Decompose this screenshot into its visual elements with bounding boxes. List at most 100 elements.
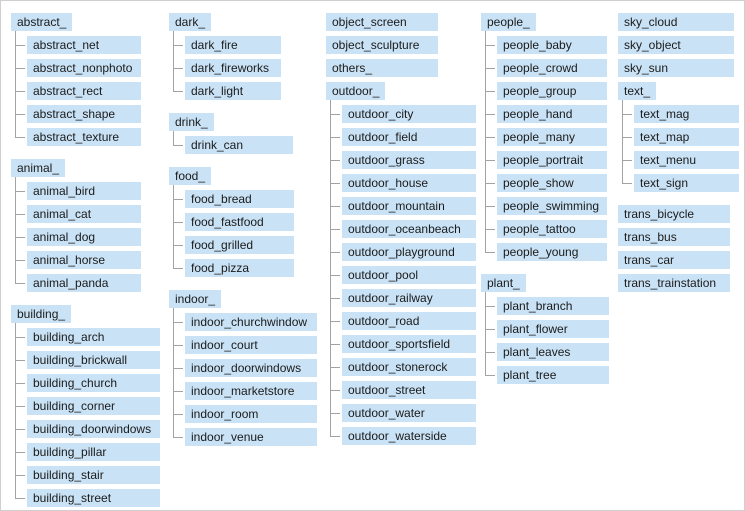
tree-item[interactable]: outdoor_street: [330, 381, 476, 399]
tree-node-outdoor[interactable]: outdoor_: [326, 82, 386, 100]
tree-item[interactable]: outdoor_house: [330, 174, 476, 192]
tree-column-3: object_screen object_sculpture others_ o…: [326, 13, 476, 458]
tree-item[interactable]: indoor_churchwindow: [173, 313, 317, 331]
tree-item[interactable]: outdoor_playground: [330, 243, 476, 261]
tree-item[interactable]: people_portrait: [485, 151, 607, 169]
tree-node-indoor[interactable]: indoor_: [169, 290, 222, 308]
tree-item[interactable]: outdoor_road: [330, 312, 476, 330]
tree-node-animal[interactable]: animal_: [11, 159, 66, 177]
tree-item[interactable]: animal_dog: [15, 228, 141, 246]
tree-item[interactable]: outdoor_waterside: [330, 427, 476, 445]
tree-item[interactable]: dark_light: [173, 82, 281, 100]
tree-item[interactable]: people_many: [485, 128, 607, 146]
tree-group-people: people_ people_baby people_crowd people_…: [481, 13, 609, 261]
tree-item[interactable]: abstract_texture: [15, 128, 141, 146]
tree-connector-line: [173, 308, 174, 437]
tree-item[interactable]: animal_cat: [15, 205, 141, 223]
tree-node-dark[interactable]: dark_: [169, 13, 212, 31]
tree-item[interactable]: plant_leaves: [485, 343, 609, 361]
tree-item[interactable]: animal_horse: [15, 251, 141, 269]
tree-item[interactable]: outdoor_sportsfield: [330, 335, 476, 353]
tree-item[interactable]: dark_fire: [173, 36, 281, 54]
tree-item[interactable]: sky_sun: [618, 59, 734, 77]
tree-item[interactable]: people_show: [485, 174, 607, 192]
tree-item[interactable]: building_corner: [15, 397, 160, 415]
tree-item[interactable]: people_hand: [485, 105, 607, 123]
tree-group-dark: dark_ dark_fire dark_fireworks dark_ligh…: [169, 13, 317, 100]
tree-group-outdoor: outdoor_ outdoor_city outdoor_field outd…: [326, 82, 476, 445]
tree-item[interactable]: text_map: [622, 128, 739, 146]
tree-node-drink[interactable]: drink_: [169, 113, 214, 131]
tree-node-plant[interactable]: plant_: [481, 274, 526, 292]
tree-group-sky: sky_cloud sky_object sky_sun: [618, 13, 734, 77]
tree-item[interactable]: outdoor_oceanbeach: [330, 220, 476, 238]
tree-item[interactable]: trans_bus: [618, 228, 730, 246]
tree-item[interactable]: abstract_net: [15, 36, 141, 54]
tree-item[interactable]: building_arch: [15, 328, 160, 346]
tree-item[interactable]: text_sign: [622, 174, 739, 192]
tree-item[interactable]: trans_bicycle: [618, 205, 730, 223]
tree-item[interactable]: dark_fireworks: [173, 59, 281, 77]
tree-item[interactable]: people_crowd: [485, 59, 607, 77]
tree-item[interactable]: sky_object: [618, 36, 734, 54]
tree-item[interactable]: abstract_rect: [15, 82, 141, 100]
tree-item[interactable]: building_brickwall: [15, 351, 160, 369]
tree-item[interactable]: building_pillar: [15, 443, 160, 461]
tree-item[interactable]: abstract_shape: [15, 105, 141, 123]
tree-item[interactable]: food_grilled: [173, 236, 294, 254]
tree-item[interactable]: people_baby: [485, 36, 607, 54]
tree-item[interactable]: object_screen: [326, 13, 438, 31]
tree-item[interactable]: outdoor_water: [330, 404, 476, 422]
tree-item[interactable]: building_doorwindows: [15, 420, 160, 438]
tree-item[interactable]: plant_branch: [485, 297, 609, 315]
tree-item[interactable]: outdoor_railway: [330, 289, 476, 307]
tree-group-object-others: object_screen object_sculpture others_: [326, 13, 438, 77]
tree-item[interactable]: people_young: [485, 243, 607, 261]
tree-item[interactable]: indoor_venue: [173, 428, 317, 446]
tree-connector-line: [15, 177, 16, 283]
tree-item[interactable]: people_tattoo: [485, 220, 607, 238]
tree-item[interactable]: animal_bird: [15, 182, 141, 200]
tree-item[interactable]: drink_can: [173, 136, 293, 154]
tree-item[interactable]: food_pizza: [173, 259, 294, 277]
tree-item[interactable]: abstract_nonphoto: [15, 59, 141, 77]
tree-item[interactable]: indoor_doorwindows: [173, 359, 317, 377]
tree-item[interactable]: others_: [326, 59, 438, 77]
tree-item[interactable]: building_street: [15, 489, 160, 507]
tree-group-building: building_ building_arch building_brickwa…: [11, 305, 160, 507]
tree-item[interactable]: outdoor_field: [330, 128, 476, 146]
tree-group-abstract: abstract_ abstract_net abstract_nonphoto…: [11, 13, 160, 146]
tree-item[interactable]: animal_panda: [15, 274, 141, 292]
tree-item[interactable]: plant_flower: [485, 320, 609, 338]
tree-item[interactable]: outdoor_mountain: [330, 197, 476, 215]
tree-item[interactable]: food_fastfood: [173, 213, 294, 231]
tree-item[interactable]: sky_cloud: [618, 13, 734, 31]
tree-node-building[interactable]: building_: [11, 305, 72, 323]
tree-node-text[interactable]: text_: [618, 82, 657, 100]
tree-item[interactable]: people_swimming: [485, 197, 607, 215]
tree-group-plant: plant_ plant_branch plant_flower plant_l…: [481, 274, 609, 384]
tree-item[interactable]: indoor_room: [173, 405, 317, 423]
tree-item[interactable]: food_bread: [173, 190, 294, 208]
tree-item[interactable]: outdoor_stonerock: [330, 358, 476, 376]
tree-node-abstract[interactable]: abstract_: [11, 13, 73, 31]
tree-item[interactable]: text_menu: [622, 151, 739, 169]
tree-item[interactable]: outdoor_grass: [330, 151, 476, 169]
tree-item[interactable]: indoor_marketstore: [173, 382, 317, 400]
tree-children-indoor: indoor_churchwindow indoor_court indoor_…: [173, 308, 317, 446]
tree-item[interactable]: outdoor_pool: [330, 266, 476, 284]
tree-item[interactable]: indoor_court: [173, 336, 317, 354]
tree-item[interactable]: object_sculpture: [326, 36, 438, 54]
tree-item[interactable]: text_mag: [622, 105, 739, 123]
tree-item[interactable]: plant_tree: [485, 366, 609, 384]
tree-item[interactable]: building_church: [15, 374, 160, 392]
tree-node-people[interactable]: people_: [481, 13, 536, 31]
tree-connector-line: [330, 100, 331, 436]
tree-item[interactable]: trans_car: [618, 251, 730, 269]
tree-item[interactable]: building_stair: [15, 466, 160, 484]
tree-node-food[interactable]: food_: [169, 167, 212, 185]
tree-connector-line: [173, 131, 174, 145]
tree-item[interactable]: people_group: [485, 82, 607, 100]
tree-item[interactable]: outdoor_city: [330, 105, 476, 123]
tree-item[interactable]: trans_trainstation: [618, 274, 730, 292]
